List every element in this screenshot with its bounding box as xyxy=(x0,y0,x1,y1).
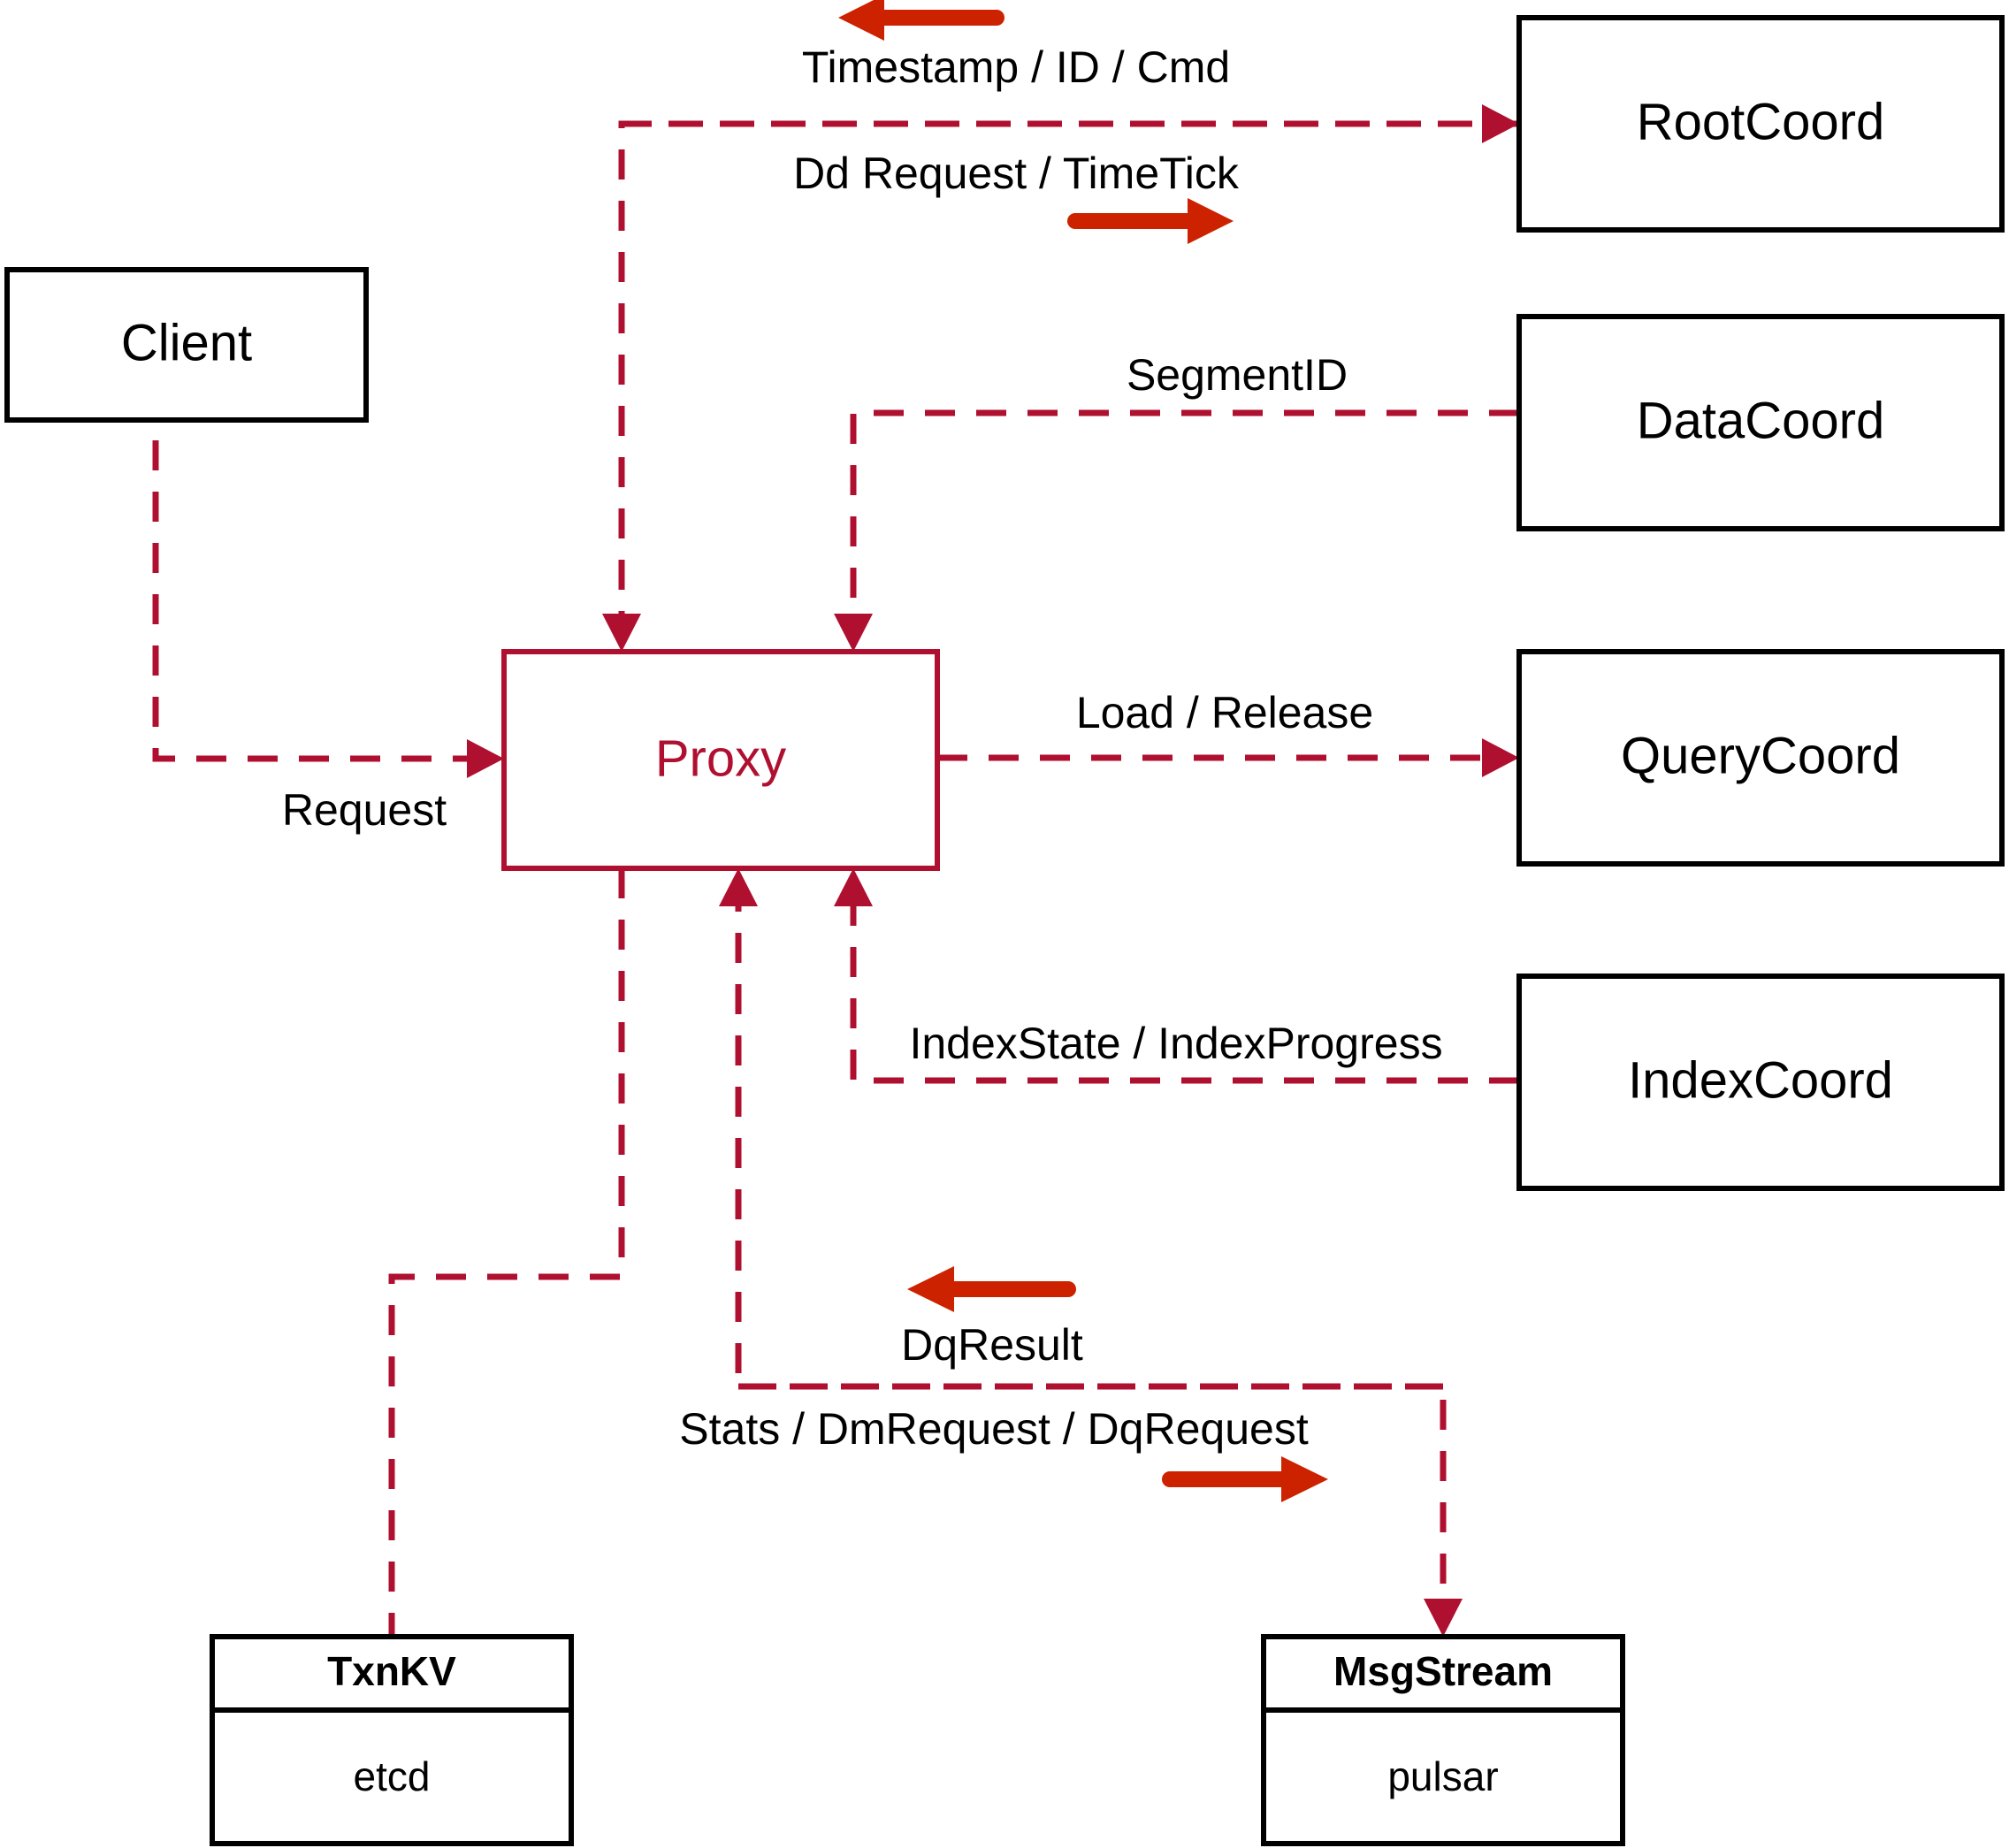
edge-label-load-release: Load / Release xyxy=(1076,688,1373,737)
node-index-coord-box[interactable] xyxy=(1516,974,2005,1191)
edge-client-to-proxy xyxy=(152,389,504,778)
edge-path-client-to-proxy xyxy=(152,389,485,762)
node-msgstream-body-label: pulsar xyxy=(1387,1753,1498,1799)
edge-arrowhead-indexcoord-to-proxy xyxy=(834,868,873,906)
direction-arrow-right-dqrequest-icon xyxy=(1162,1456,1328,1502)
node-data-coord-label: DataCoord xyxy=(1637,392,1884,449)
node-client-label: Client xyxy=(121,314,252,371)
node-msgstream-box[interactable] xyxy=(1261,1634,1625,1846)
node-data-coord[interactable]: DataCoord xyxy=(1516,314,2005,531)
edge-arrowhead-client-to-proxy xyxy=(467,739,504,778)
edge-path-datacoord-to-proxy xyxy=(850,409,1519,630)
node-index-coord[interactable]: IndexCoord xyxy=(1516,974,2005,1191)
node-msgstream-header-label: MsgStream xyxy=(1333,1648,1553,1694)
node-query-coord[interactable]: QueryCoord xyxy=(1516,649,2005,867)
node-data-coord-box[interactable] xyxy=(1516,314,2005,531)
edge-arrowhead-proxy-to-msgstream xyxy=(1424,1599,1463,1637)
edge-arrowhead-rootcoord-to-proxy xyxy=(602,614,641,652)
edge-proxy-to-msgstream xyxy=(738,1383,1463,1637)
node-query-coord-label: QueryCoord xyxy=(1621,727,1900,784)
node-client-box[interactable] xyxy=(4,267,369,423)
edge-path-indexcoord-to-proxy xyxy=(850,890,1519,1084)
edge-path-msgstream-to-proxy xyxy=(735,890,1443,1390)
edge-indexcoord-to-proxy xyxy=(834,868,1519,1084)
node-proxy-label: Proxy xyxy=(655,729,786,787)
edge-label-timestamp-id-cmd: Timestamp / ID / Cmd xyxy=(802,42,1230,92)
edge-label-request: Request xyxy=(282,785,447,835)
edge-arrowhead-datacoord-to-proxy xyxy=(834,614,873,652)
node-proxy[interactable]: Proxy xyxy=(501,649,940,871)
edge-rootcoord-to-proxy xyxy=(602,120,1519,652)
node-proxy-box[interactable] xyxy=(501,649,940,871)
node-query-coord-box[interactable] xyxy=(1516,649,2005,867)
edge-arrowhead-proxy-to-querycoord xyxy=(1482,738,1519,777)
node-root-coord-label: RootCoord xyxy=(1637,93,1884,150)
edge-arrowhead-msgstream-to-proxy xyxy=(719,868,758,906)
edge-arrowhead-proxy-to-rootcoord xyxy=(1482,104,1519,143)
edge-label-dd-request-timetick: Dd Request / TimeTick xyxy=(793,149,1240,198)
node-txnkv-box[interactable] xyxy=(210,1634,574,1846)
edge-path-rootcoord-to-proxy xyxy=(618,120,1519,630)
direction-arrow-right-ddrequest-icon xyxy=(1067,198,1234,244)
node-msgstream[interactable]: MsgStream pulsar xyxy=(1261,1634,1625,1846)
edge-label-stats-dmrequest-dqrequest: Stats / DmRequest / DqRequest xyxy=(679,1404,1309,1454)
node-txnkv-body-label: etcd xyxy=(354,1753,431,1799)
edge-label-indexstate-indexprogress: IndexState / IndexProgress xyxy=(909,1019,1442,1068)
direction-arrow-left-dqresult-icon xyxy=(907,1266,1076,1312)
edge-label-segmentid: SegmentID xyxy=(1127,350,1348,400)
edge-label-dqresult: DqResult xyxy=(901,1320,1083,1370)
edge-proxy-to-txnkv xyxy=(388,868,625,1637)
edge-datacoord-to-proxy xyxy=(834,409,1519,652)
edge-proxy-to-querycoord xyxy=(937,738,1519,777)
edge-path-proxy-to-msgstream xyxy=(738,1383,1447,1615)
node-txnkv-header-label: TxnKV xyxy=(327,1648,456,1694)
node-index-coord-label: IndexCoord xyxy=(1628,1051,1893,1109)
edge-proxy-to-rootcoord xyxy=(622,104,1519,143)
edge-msgstream-to-proxy xyxy=(719,868,1443,1390)
node-root-coord-box[interactable] xyxy=(1516,15,2005,233)
node-txnkv[interactable]: TxnKV etcd xyxy=(210,1634,574,1846)
node-client[interactable]: Client xyxy=(4,267,369,423)
direction-arrow-left-timestamp-icon xyxy=(838,0,1004,41)
node-root-coord[interactable]: RootCoord xyxy=(1516,15,2005,233)
edge-path-proxy-to-txnkv xyxy=(388,868,625,1637)
